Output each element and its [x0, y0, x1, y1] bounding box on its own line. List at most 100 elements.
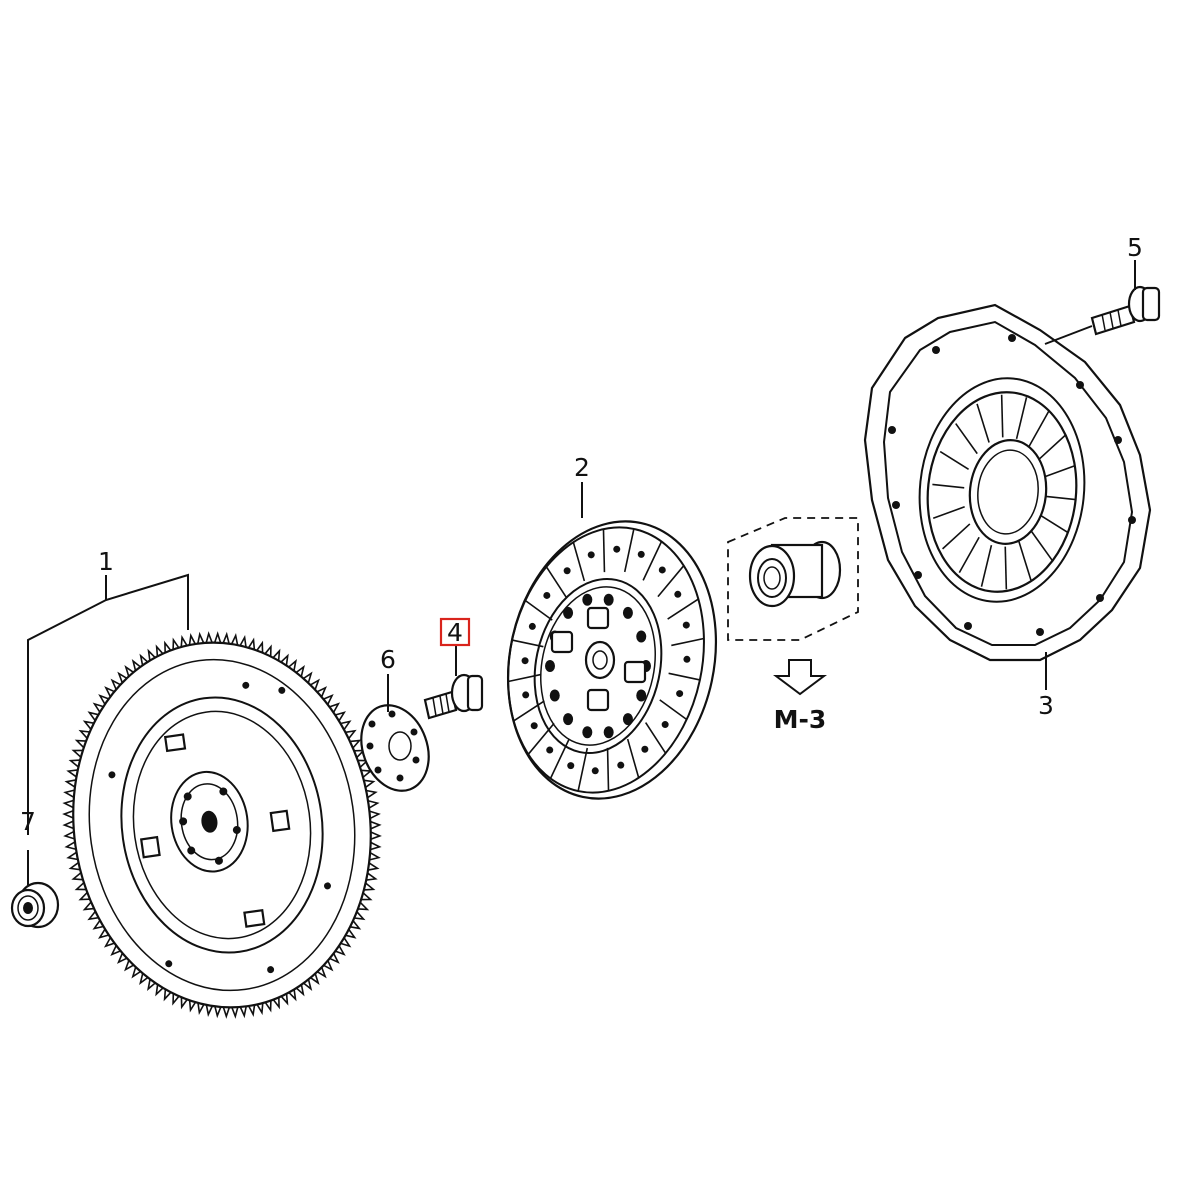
gear-tooth	[103, 937, 115, 948]
segment-divider	[572, 542, 586, 582]
hub-rivet	[545, 660, 555, 672]
segment-divider	[667, 598, 699, 620]
pilot-bearing[interactable]	[10, 881, 60, 929]
gear-tooth	[335, 945, 346, 956]
pressure-plate-hole	[1128, 516, 1136, 524]
callout-1[interactable]: 1	[98, 547, 114, 576]
spring-finger-slot	[932, 506, 965, 520]
pressure-plate-hole	[964, 622, 972, 630]
segment-divider	[577, 747, 589, 792]
gear-tooth	[369, 851, 381, 861]
gear-tooth	[116, 952, 128, 964]
hub-rivet	[549, 689, 560, 702]
hub-rivet	[603, 726, 614, 739]
gear-tooth	[117, 671, 128, 683]
release-bearing-group[interactable]	[727, 517, 859, 641]
segment-divider	[545, 566, 568, 598]
segment-rivet	[530, 722, 538, 730]
reference-label-m3[interactable]: M-3	[774, 705, 827, 734]
gear-tooth	[288, 659, 297, 671]
segment-rivet	[591, 767, 599, 775]
gear-tooth	[316, 686, 328, 698]
pressure-plate-hole	[1036, 628, 1044, 636]
gear-tooth	[104, 686, 115, 697]
gear-tooth	[248, 1004, 256, 1017]
segment-divider	[642, 541, 663, 581]
segment-divider	[623, 528, 635, 573]
callout-6[interactable]: 6	[380, 645, 396, 674]
segment-rivet	[641, 745, 649, 753]
pressure-plate-bolt-holes	[888, 334, 1136, 636]
pressure-plate[interactable]	[863, 303, 1152, 662]
spring-finger-slot	[958, 536, 980, 574]
segment-rivet	[683, 655, 691, 663]
segment-rivet	[587, 551, 595, 559]
gear-tooth	[366, 789, 378, 799]
pressure-plate-hole	[888, 426, 896, 434]
segment-rivet	[546, 746, 554, 754]
pressure-plate-bolt[interactable]	[1044, 285, 1161, 345]
callout-3[interactable]: 3	[1038, 691, 1054, 720]
segment-divider	[606, 747, 610, 791]
gear-tooth	[256, 1002, 264, 1016]
segment-rivet	[658, 566, 666, 574]
spring-finger-slot	[939, 450, 970, 471]
gear-tooth	[323, 960, 334, 972]
callout-5[interactable]: 5	[1127, 233, 1143, 262]
callout-4[interactable]: 4	[447, 618, 463, 647]
gear-tooth	[110, 678, 121, 690]
spring-finger-slot	[1037, 434, 1066, 461]
spring-finger-slot	[1043, 495, 1076, 501]
pressure-plate-hole	[1096, 594, 1104, 602]
gear-tooth	[66, 769, 78, 778]
spring-finger-slot	[1004, 546, 1008, 590]
gear-tooth	[366, 872, 378, 881]
pressure-plate-hole	[1008, 334, 1016, 342]
pressure-plate-hole	[932, 346, 940, 354]
segment-divider	[644, 722, 667, 754]
segment-divider	[657, 565, 685, 598]
pressure-plate-hole	[1114, 436, 1122, 444]
gear-tooth	[205, 631, 213, 644]
segment-rivet	[528, 622, 536, 630]
disc-bolt[interactable]	[423, 673, 484, 720]
gear-tooth	[367, 800, 380, 809]
segment-rivet	[682, 621, 690, 629]
gear-tooth	[197, 1002, 205, 1016]
gear-tooth	[309, 678, 320, 690]
gear-tooth	[310, 973, 320, 985]
flywheel-ring-gear-teeth	[62, 631, 382, 1019]
gear-tooth	[139, 973, 149, 985]
hub-rivet	[622, 606, 633, 619]
pressure-plate-hole	[892, 501, 900, 509]
gear-tooth	[369, 810, 381, 820]
gear-tooth	[63, 789, 75, 799]
flywheel-bolt-holes	[108, 681, 332, 974]
gear-tooth	[62, 820, 74, 830]
spring-finger-slot	[976, 403, 990, 443]
gear-tooth	[367, 862, 380, 871]
gear-tooth	[124, 665, 134, 677]
spring-finger-slot	[942, 523, 971, 550]
gear-tooth	[62, 799, 74, 809]
hub-rivet	[636, 630, 647, 643]
hub-rivet	[563, 606, 574, 619]
segment-divider	[513, 700, 545, 722]
flywheel[interactable]	[40, 613, 404, 1037]
spring-finger-slot	[1028, 410, 1050, 448]
clutch-disc[interactable]	[483, 502, 741, 818]
segment-divider	[626, 738, 640, 778]
gear-tooth	[329, 953, 340, 964]
callout-2[interactable]: 2	[574, 453, 590, 482]
gear-tooth	[214, 1006, 222, 1019]
gear-tooth	[180, 634, 188, 648]
gear-tooth	[222, 1006, 231, 1019]
callout-7[interactable]: 7	[20, 807, 36, 836]
flywheel-washer-plate[interactable]	[350, 696, 440, 801]
damper-springs	[550, 606, 647, 712]
callout-leaders-1-7	[27, 573, 189, 885]
segment-rivet	[522, 691, 530, 699]
gear-tooth	[239, 1006, 247, 1019]
gear-tooth	[92, 919, 104, 930]
